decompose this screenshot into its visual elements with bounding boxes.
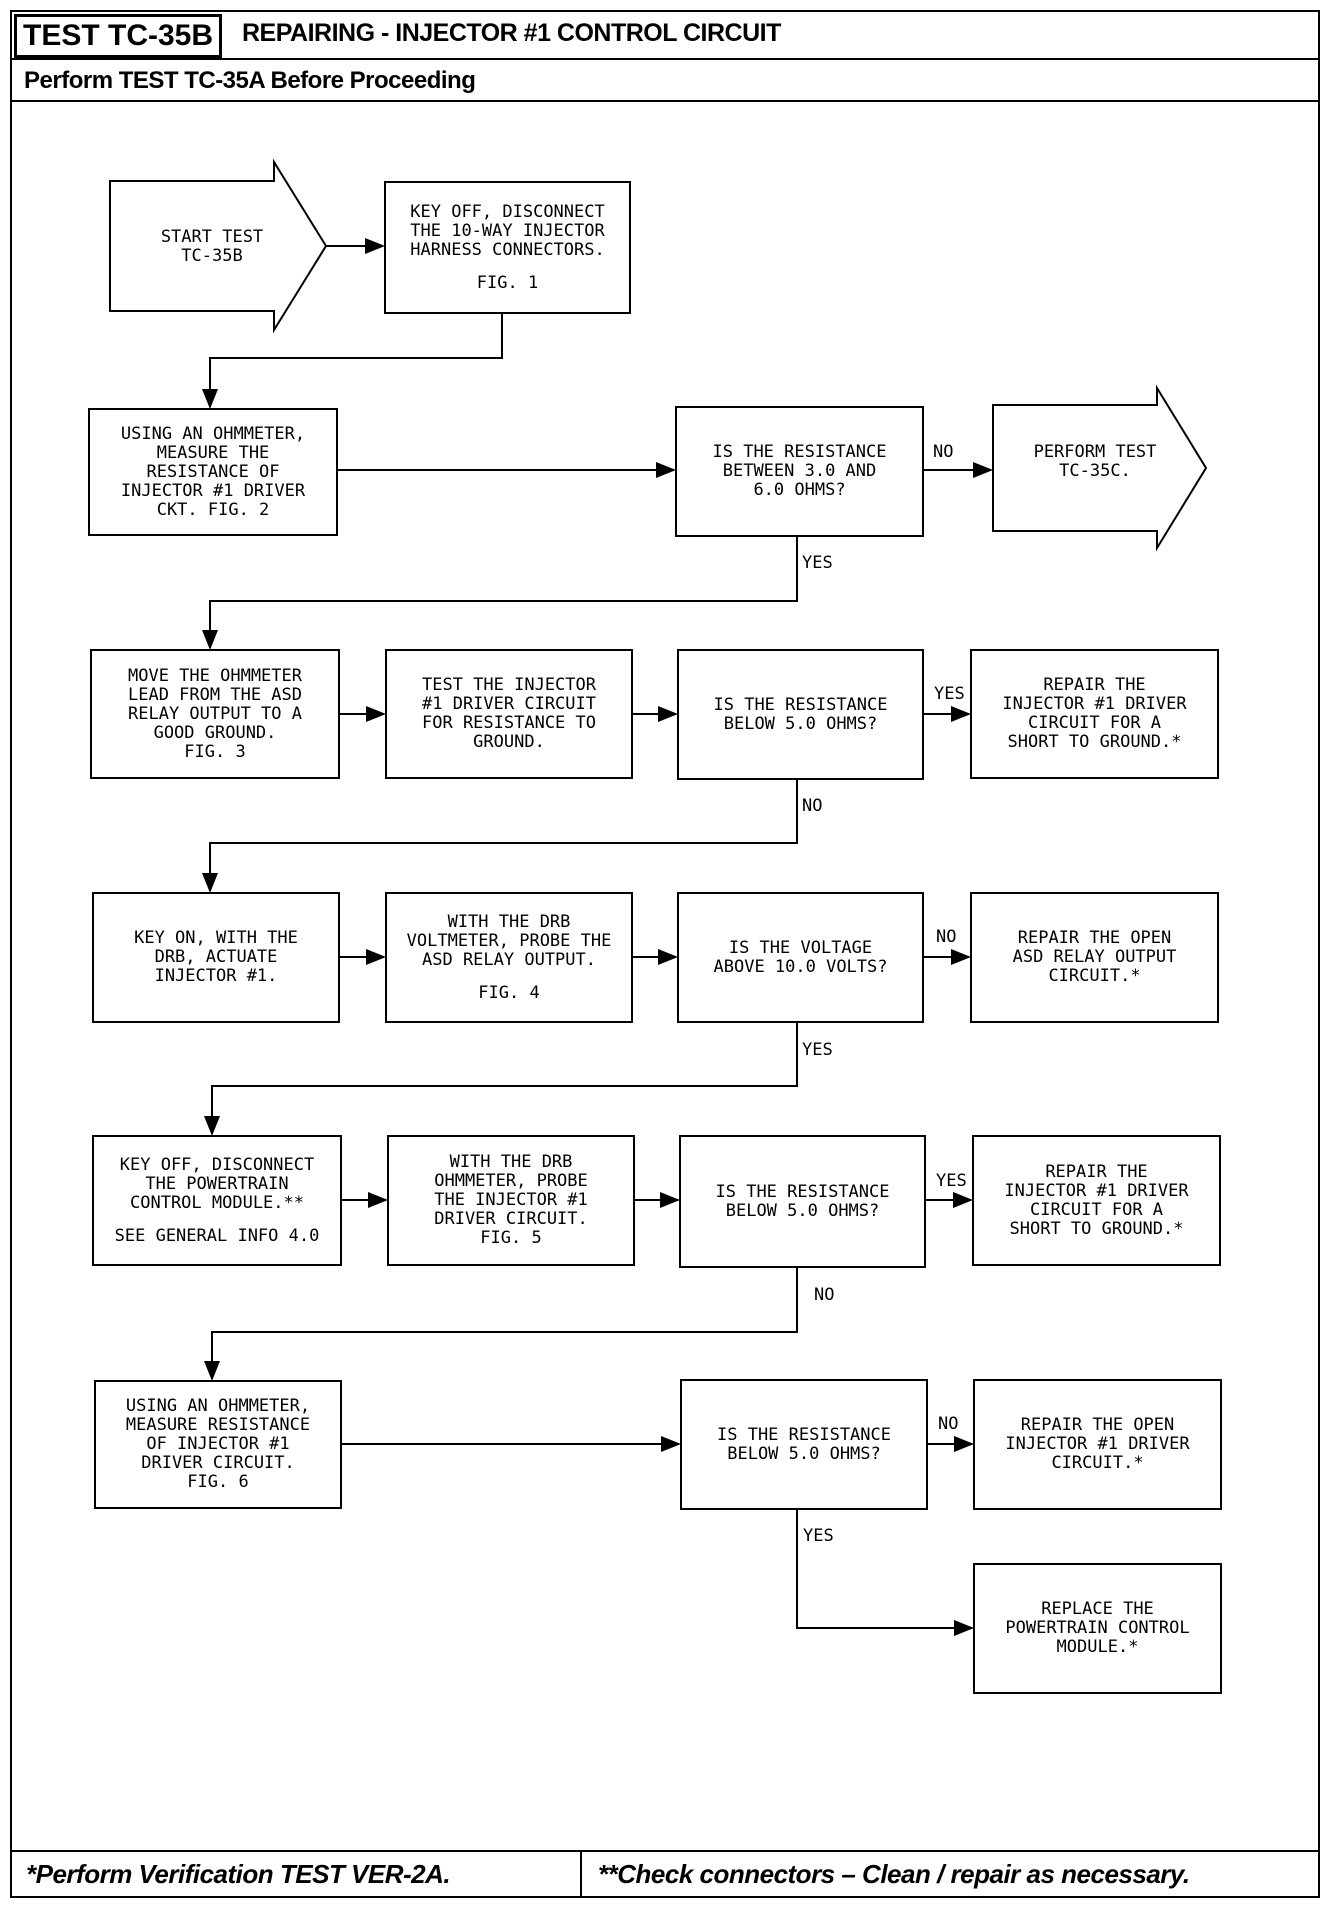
start-arrow-shape: [109, 158, 328, 334]
step-test-driver-to-ground: TEST THE INJECTOR #1 DRIVER CIRCUIT FOR …: [385, 649, 633, 779]
header-row: [10, 10, 1320, 60]
label-no-5: NO: [938, 1414, 959, 1434]
decision-voltage-above: IS THE VOLTAGE ABOVE 10.0 VOLTS?: [677, 892, 924, 1023]
label-no-3: NO: [936, 927, 957, 947]
label-no-4: NO: [814, 1285, 835, 1305]
step-disconnect-harness: KEY OFF, DISCONNECT THE 10-WAY INJECTOR …: [384, 181, 631, 314]
start-test-text: START TEST TC-35B: [160, 227, 264, 266]
repair-short-to-ground-1: REPAIR THE INJECTOR #1 DRIVER CIRCUIT FO…: [970, 649, 1219, 779]
step-probe-asd-relay: WITH THE DRB VOLTMETER, PROBE THE ASD RE…: [385, 892, 633, 1023]
label-yes-5: YES: [803, 1526, 834, 1546]
label-yes-3: YES: [802, 1040, 833, 1060]
step-move-ohmmeter-lead: MOVE THE OHMMETER LEAD FROM THE ASD RELA…: [90, 649, 340, 779]
step-measure-driver-circuit: USING AN OHMMETER, MEASURE RESISTANCE OF…: [94, 1380, 342, 1509]
test-id: TEST TC-35B: [14, 14, 222, 58]
subtitle: Perform TEST TC-35A Before Proceeding: [24, 67, 476, 94]
footer-divider: [580, 1850, 582, 1898]
repair-short-to-ground-2: REPAIR THE INJECTOR #1 DRIVER CIRCUIT FO…: [972, 1135, 1221, 1266]
label-no-2: NO: [802, 796, 823, 816]
test-title: REPAIRING - INJECTOR #1 CONTROL CIRCUIT: [242, 19, 781, 47]
step-disconnect-pcm: KEY OFF, DISCONNECT THE POWERTRAIN CONTR…: [92, 1135, 342, 1266]
label-yes-1: YES: [802, 553, 833, 573]
label-no-1: NO: [933, 442, 954, 462]
step-probe-driver-circuit: WITH THE DRB OHMMETER, PROBE THE INJECTO…: [387, 1135, 635, 1266]
decision-resistance-below-1: IS THE RESISTANCE BELOW 5.0 OHMS?: [677, 649, 924, 780]
repair-open-driver-circuit: REPAIR THE OPEN INJECTOR #1 DRIVER CIRCU…: [973, 1379, 1222, 1510]
footer-row: [10, 1850, 1320, 1898]
label-yes-2: YES: [934, 684, 965, 704]
footer-note-verification: *Perform Verification TEST VER-2A.: [26, 1859, 451, 1889]
repair-open-asd-relay: REPAIR THE OPEN ASD RELAY OUTPUT CIRCUIT…: [970, 892, 1219, 1023]
page-frame: [10, 10, 1320, 1898]
decision-resistance-below-3: IS THE RESISTANCE BELOW 5.0 OHMS?: [680, 1379, 928, 1510]
perform-arrow-shape: [992, 384, 1208, 552]
replace-pcm: REPLACE THE POWERTRAIN CONTROL MODULE.*: [973, 1563, 1222, 1694]
step-measure-resistance: USING AN OHMMETER, MEASURE THE RESISTANC…: [88, 408, 338, 536]
step-actuate-injector: KEY ON, WITH THE DRB, ACTUATE INJECTOR #…: [92, 892, 340, 1023]
subtitle-row: [10, 60, 1320, 102]
perform-test-tc35c-text: PERFORM TEST TC-35C.: [1033, 442, 1157, 481]
decision-resistance-below-2: IS THE RESISTANCE BELOW 5.0 OHMS?: [679, 1135, 926, 1268]
decision-resistance-range: IS THE RESISTANCE BETWEEN 3.0 AND 6.0 OH…: [675, 406, 924, 537]
footer-note-connectors: **Check connectors – Clean / repair as n…: [598, 1859, 1190, 1889]
label-yes-4: YES: [936, 1171, 967, 1191]
